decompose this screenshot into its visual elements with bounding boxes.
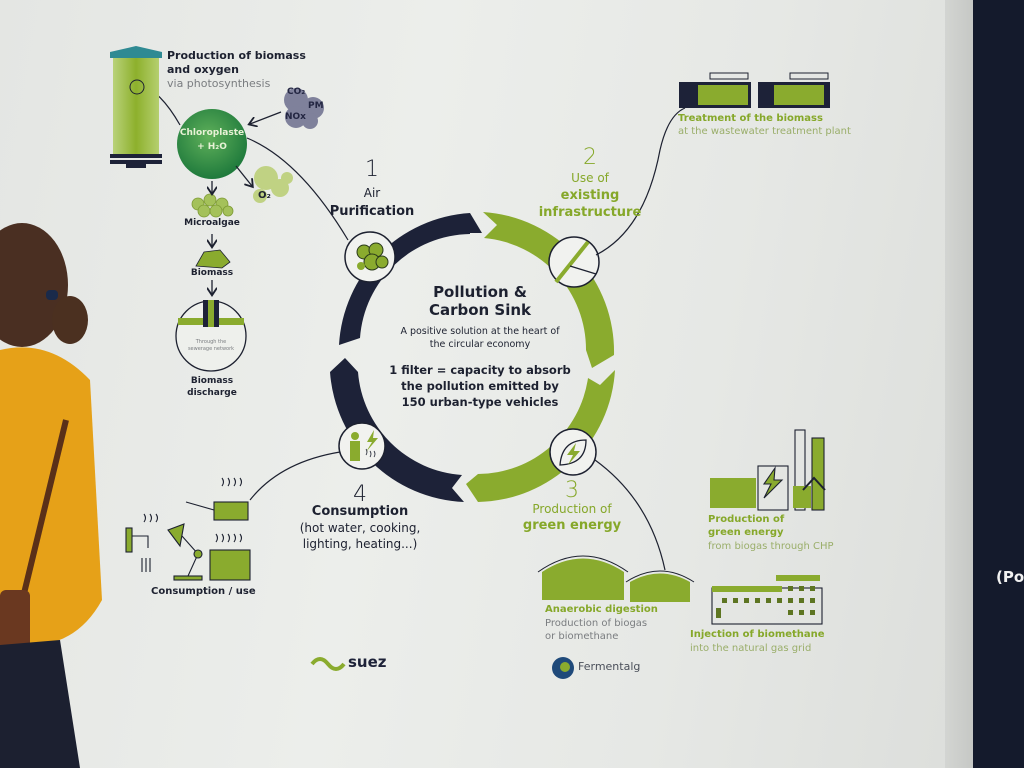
treatment-tanks-icon	[679, 72, 830, 108]
edge-panel-text: (Po	[996, 568, 1024, 586]
person-lightning-icon	[338, 422, 386, 470]
center-fact-line3: 150 urban-type vehicles	[401, 395, 559, 409]
step-4-line3: lighting, heating...)	[302, 537, 418, 551]
chp-plant-icon	[710, 429, 826, 511]
injection-subtitle: into the natural gas grid	[690, 643, 812, 654]
digesters-icon	[537, 555, 695, 602]
step-1-title: Purification	[329, 204, 415, 219]
injection-title: Injection of biomethane	[690, 629, 825, 640]
step-3-number: 3	[565, 478, 579, 503]
leaf-lightning-icon	[549, 428, 597, 476]
step-1-number: 1	[365, 157, 379, 182]
pollutant-nox: NOx	[285, 112, 306, 122]
center-fact-line1: 1 filter = capacity to absorb	[389, 363, 571, 377]
pollutant-co2: CO₂	[287, 87, 306, 97]
household-consumption-icon	[125, 477, 251, 581]
biomass-pile-icon	[195, 249, 231, 269]
center-subtitle-line1: A positive solution at the heart of	[400, 326, 560, 337]
center-title-line2: Carbon Sink	[428, 301, 532, 319]
chloroplast-label: Chloroplaste	[179, 128, 245, 138]
step-3-title: green energy	[522, 518, 622, 533]
biomethane-building-icon	[711, 575, 823, 625]
center-title-line1: Pollution &	[433, 283, 527, 301]
panel-side-strip	[945, 0, 973, 768]
sewerage-label-line1: Through the	[195, 339, 227, 345]
step-2-line2: existing	[560, 188, 620, 203]
chp-title-line2: green energy	[708, 527, 784, 538]
photosynthesis-title-line2: and oxygen	[167, 63, 239, 76]
chp-title-line1: Production of	[708, 514, 785, 525]
center-subtitle-line2: the circular economy	[429, 339, 531, 350]
microalgae-icon	[191, 193, 234, 218]
chp-subtitle: from biogas through CHP	[708, 541, 834, 552]
step-2-line1: Use of	[571, 171, 609, 185]
pipe-icon	[548, 236, 600, 288]
step-2-line3: infrastructure	[538, 205, 642, 220]
infographic-panel	[0, 0, 972, 768]
treatment-subtitle: at the wastewater treatment plant	[678, 126, 851, 137]
step-4-line2: (hot water, cooking,	[299, 521, 421, 535]
digestion-subtitle-line2: or biomethane	[545, 631, 619, 642]
oxygen-label: O₂	[258, 190, 271, 201]
photobioreactor-column	[110, 46, 162, 168]
sewerage-label-line2: sewerage network	[187, 346, 235, 352]
step-2-number: 2	[583, 145, 597, 170]
chloroplast-icon	[177, 109, 247, 179]
connector-lines	[139, 84, 686, 571]
biomass-discharge-line2: discharge	[187, 388, 237, 398]
biomass-discharge-line1: Biomass	[190, 376, 234, 386]
bubbles-icon	[344, 231, 396, 283]
ring-segment-infrastructure	[483, 212, 615, 368]
photosynthesis-title-line1: Production of biomass	[167, 49, 306, 62]
step-4-title: Consumption	[311, 504, 409, 519]
step-3-line1: Production of	[532, 502, 612, 516]
person-foreground	[0, 223, 102, 768]
digestion-subtitle-line1: Production of biogas	[545, 618, 648, 629]
step-1-line1: Air	[363, 186, 381, 200]
biomass-label: Biomass	[190, 268, 234, 278]
digestion-title: Anaerobic digestion	[545, 604, 658, 615]
fermentalg-logo-icon	[552, 657, 574, 679]
step-4-number: 4	[353, 482, 367, 507]
center-fact-line2: the pollution emitted by	[401, 379, 559, 393]
oxygen-bubbles-icon	[253, 166, 293, 203]
pollutant-pm: PM	[308, 101, 324, 111]
photosynthesis-subtitle: via photosynthesis	[167, 77, 271, 90]
pollutant-cluster-icon	[284, 88, 324, 129]
consumption-use-label: Consumption / use	[151, 586, 256, 597]
suez-logo-icon	[310, 657, 346, 671]
treatment-title: Treatment of the biomass	[678, 113, 823, 124]
chloroplast-water-label: + H₂O	[197, 142, 227, 152]
suez-logo-text: suez	[348, 653, 387, 671]
sewerage-network-icon	[175, 300, 247, 372]
fermentalg-logo-text: Fermentalg	[578, 660, 641, 673]
microalgae-label: Microalgae	[184, 218, 240, 228]
